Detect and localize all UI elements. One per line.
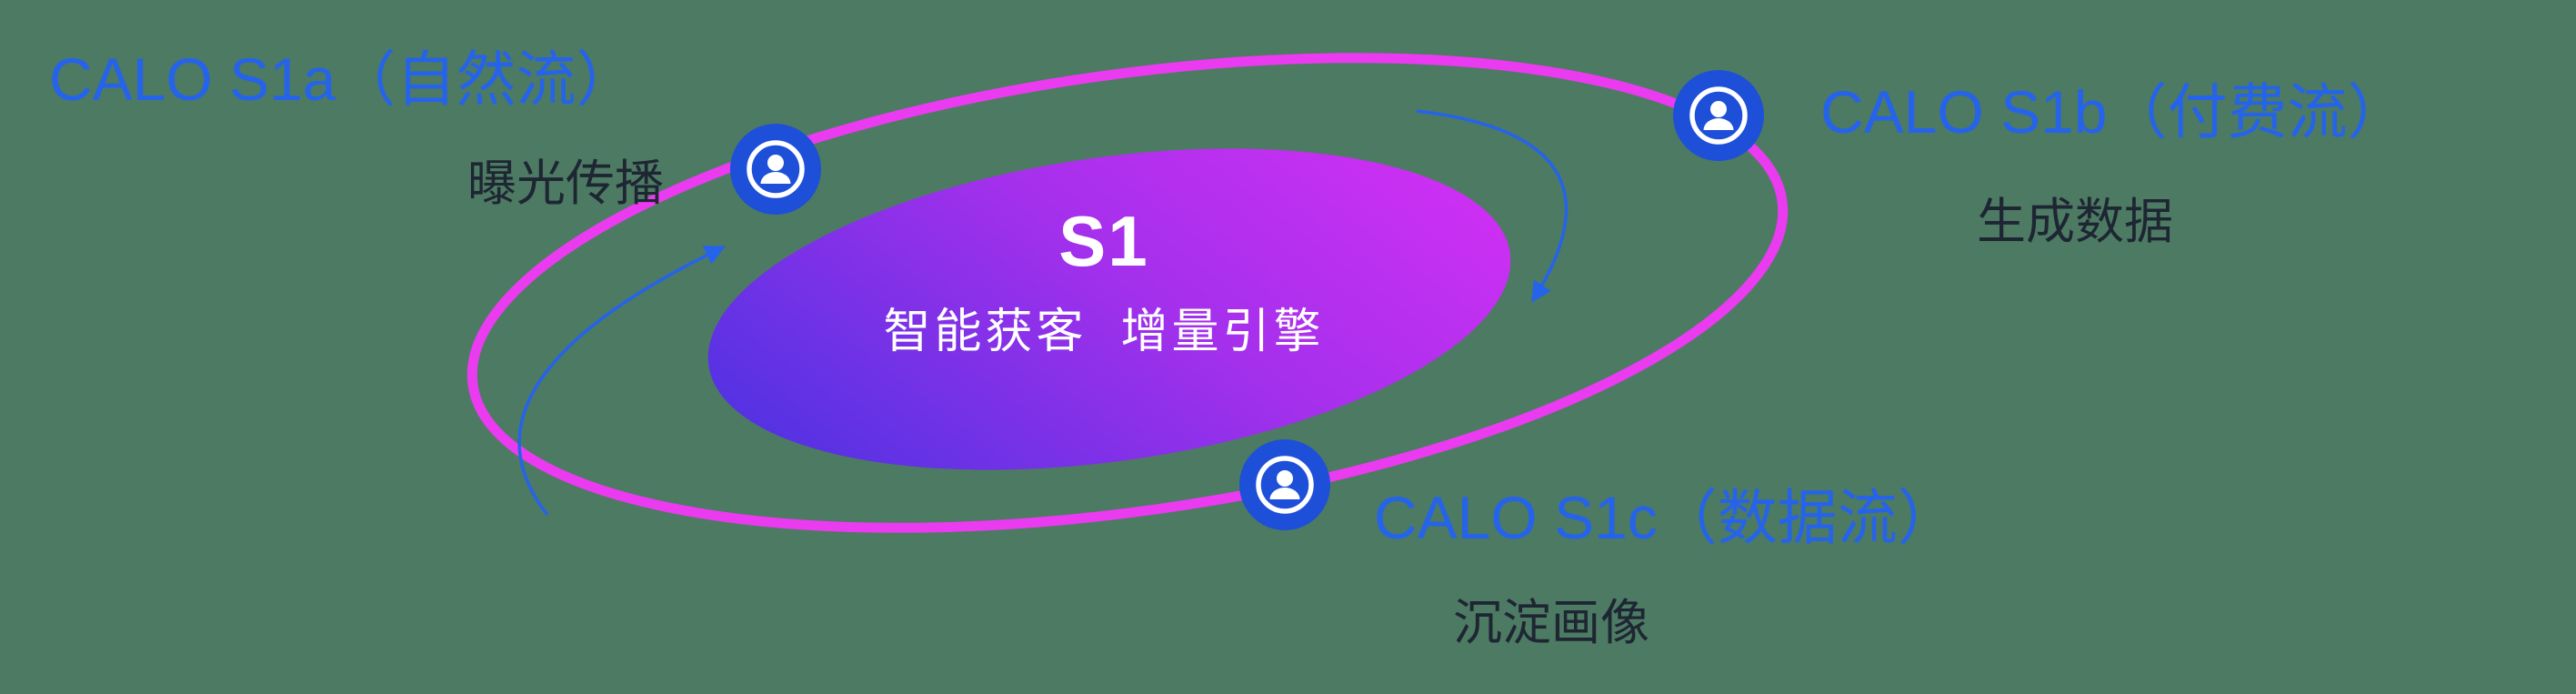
label-s1a-title: CALO S1a（自然流） [49,45,636,113]
satellite-node-s1a [730,124,821,215]
label-s1b-title: CALO S1b（付费流） [1820,78,2408,146]
orbit-ring [466,53,1789,533]
satellite-node-s1b [1673,70,1764,161]
core-text-block: S1 智能获客 增量引擎 [884,206,1325,361]
label-s1b-subtitle: 生成数据 [1977,195,2173,249]
label-s1c-title: CALO S1c（数据流） [1374,484,1958,551]
arrow-clockwise-icon [1416,109,1569,303]
core-title: S1 [1058,201,1149,281]
person-icon [1673,70,1764,161]
label-s1a-subtitle: 曝光传播 [467,156,664,211]
core-subtitle: 智能获客 增量引擎 [883,306,1325,358]
label-s1c-subtitle: 沉淀画像 [1453,596,1649,650]
arrow-counterclockwise-icon [517,246,727,517]
person-icon [730,124,821,215]
person-icon [1239,439,1330,530]
satellite-node-s1c [1239,439,1330,530]
